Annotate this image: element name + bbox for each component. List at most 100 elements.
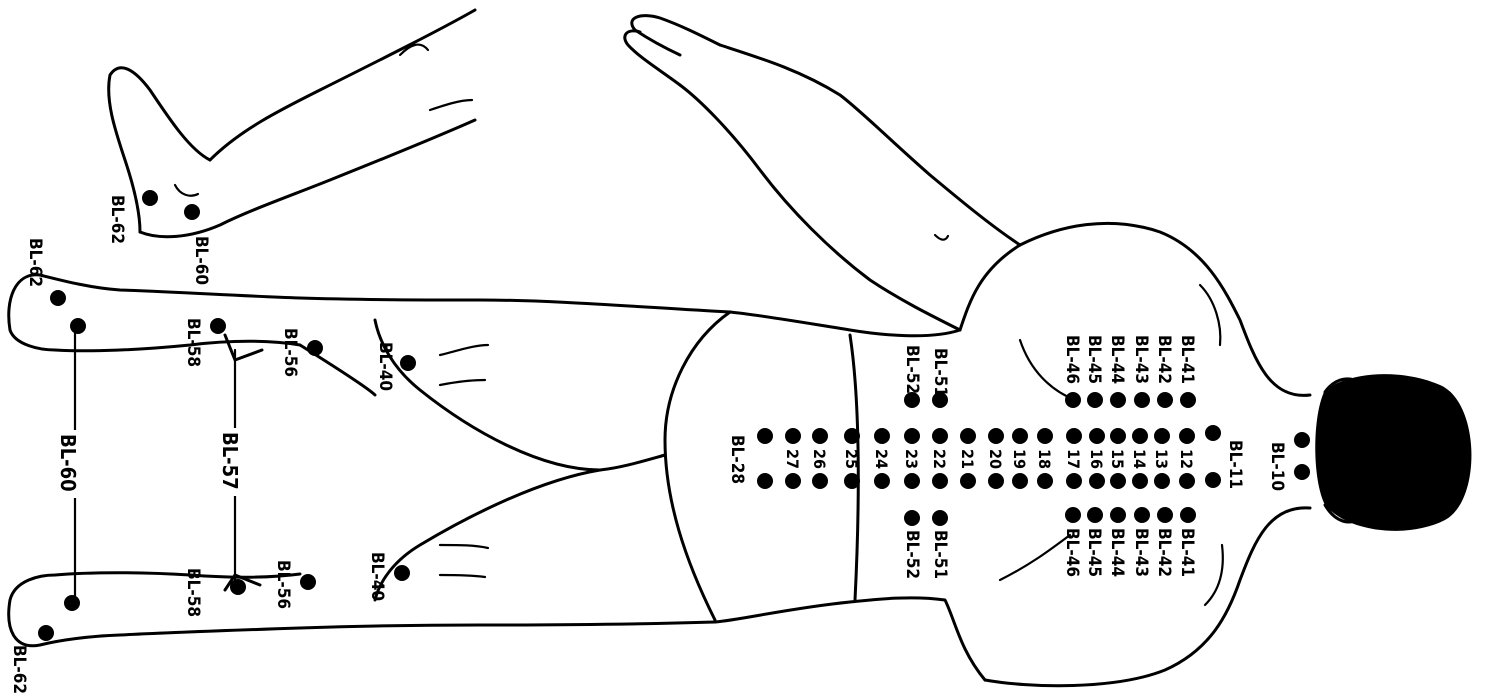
acupoint	[1066, 473, 1082, 489]
acupoint	[1087, 507, 1103, 523]
acupoint	[1180, 507, 1196, 523]
spine-number-label: 16	[1087, 449, 1106, 469]
acupoint	[64, 595, 80, 611]
label-bl52-top: BL-52	[902, 345, 922, 394]
acupoint	[300, 574, 316, 590]
acupoint	[1012, 473, 1028, 489]
acupoint	[1134, 507, 1150, 523]
acupoint	[1132, 473, 1148, 489]
hand-fingers	[625, 31, 680, 85]
acupoint	[50, 290, 66, 306]
acupoint	[844, 428, 860, 444]
outer-top-label: BL-42	[1154, 335, 1174, 384]
leg-bottom-upper	[375, 470, 600, 600]
outer-bottom-label: BL-44	[1107, 528, 1127, 577]
acupoint	[960, 473, 976, 489]
label-bl10: BL-10	[1267, 442, 1287, 491]
outer-top-label: BL-45	[1084, 335, 1104, 384]
spine-number-label: 20	[986, 449, 1005, 469]
acupoint	[1066, 428, 1082, 444]
acupoint	[1179, 428, 1195, 444]
spine-number-label: 18	[1035, 449, 1054, 469]
acupoint	[1134, 392, 1150, 408]
outer-top-label: BL-43	[1131, 335, 1151, 384]
knee-crease-bottom-2	[440, 575, 485, 577]
acupoint	[812, 473, 828, 489]
spine-number-label: 24	[872, 449, 891, 469]
acupoint	[1037, 473, 1053, 489]
acupoint	[1110, 428, 1126, 444]
acupoint	[1294, 464, 1310, 480]
acupoint	[960, 428, 976, 444]
spine-number-label: 22	[930, 449, 949, 469]
label-bl51-bottom: BL-51	[930, 530, 950, 579]
acupoint	[904, 428, 920, 444]
acupoint	[142, 190, 158, 206]
label-bl62-bottomcorner: BL-62	[9, 645, 29, 694]
acupoint	[988, 473, 1004, 489]
shoulder-blade-top	[1200, 285, 1220, 345]
spine-number-label: 17	[1064, 449, 1083, 469]
outer-top-label: BL-44	[1107, 335, 1127, 384]
knee-crease-top-2	[440, 380, 485, 385]
acupoint	[932, 473, 948, 489]
acupoint	[1089, 473, 1105, 489]
acupoint	[1012, 428, 1028, 444]
acupoint	[932, 428, 948, 444]
acupoint	[874, 428, 890, 444]
acupoint	[184, 204, 200, 220]
acupoint	[38, 625, 54, 641]
acupoint	[904, 510, 920, 526]
acupoint	[757, 428, 773, 444]
label-bl56-top: BL-56	[280, 328, 300, 377]
spine-number-label: 12	[1177, 449, 1196, 469]
acupoint	[1205, 425, 1221, 441]
waist-top	[730, 245, 1020, 336]
acupoint	[785, 428, 801, 444]
side-knee-2	[430, 100, 472, 110]
acupoint	[1089, 428, 1105, 444]
spine-number-label: 27	[783, 449, 802, 469]
spine-number-label: 25	[842, 449, 861, 469]
acupoint	[1154, 473, 1170, 489]
outer-bottom-label: BL-42	[1154, 528, 1174, 577]
label-bl52-bottom: BL-52	[902, 530, 922, 579]
arm-bottom-edge	[680, 85, 960, 330]
label-bl60-line: BL-60	[56, 434, 80, 492]
spine-number-label: 14	[1130, 449, 1149, 469]
gluteal-cleft	[600, 455, 665, 470]
labels: BL-10 BL-11 1213141516171819202122232425…	[9, 195, 1287, 694]
acupoint	[844, 473, 860, 489]
acupoint	[1110, 507, 1126, 523]
acupoint	[1110, 473, 1126, 489]
label-bl60-side: BL-60	[191, 236, 211, 285]
leg-top-upper	[375, 320, 600, 470]
acupoint	[1065, 392, 1081, 408]
scapula-line-bottom	[1000, 535, 1070, 580]
acupoint	[70, 318, 86, 334]
acupoint	[1179, 473, 1195, 489]
acupoint	[904, 392, 920, 408]
outer-top-label: BL-46	[1062, 335, 1082, 384]
leg-bottom-outer	[9, 573, 715, 646]
outer-top-labels: BL-41BL-42BL-43BL-44BL-45BL-46	[1062, 335, 1197, 384]
hand-top	[632, 16, 720, 55]
acupoint	[230, 579, 246, 595]
spine-number-label: 23	[902, 449, 921, 469]
acupoint	[1157, 507, 1173, 523]
acupoint	[1087, 392, 1103, 408]
outer-bottom-label: BL-43	[1131, 528, 1151, 577]
label-bl56-bottom: BL-56	[273, 560, 293, 609]
spine-number-label: 19	[1010, 449, 1029, 469]
label-bl51-top: BL-51	[930, 348, 950, 397]
acupoint	[1065, 507, 1081, 523]
spine-number-label: 13	[1152, 449, 1171, 469]
acupoint	[874, 473, 890, 489]
buttocks-bottom	[665, 440, 715, 620]
label-bl58-bottom: BL-58	[183, 568, 203, 617]
knee-crease-bottom-1	[440, 545, 488, 548]
spine-number-label: 21	[958, 449, 977, 469]
acupoint	[988, 428, 1004, 444]
